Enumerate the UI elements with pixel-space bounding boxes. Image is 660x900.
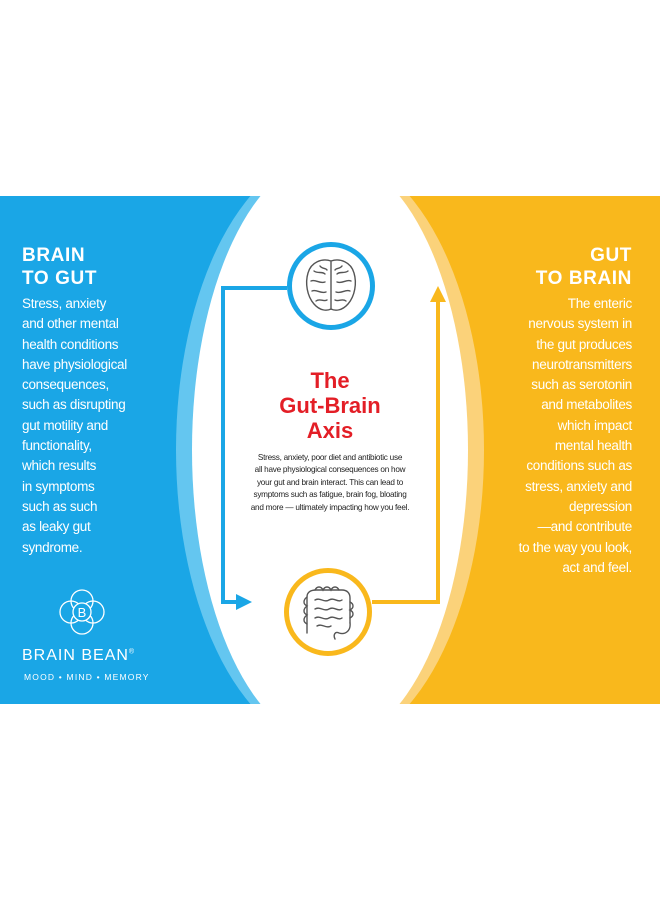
title-line: Axis	[306, 418, 354, 443]
arrow-head-up-icon	[430, 286, 446, 302]
registered-mark: ®	[128, 648, 136, 656]
brain-to-gut-text: Stress, anxiety and other mental health …	[22, 294, 142, 558]
brand-tagline: MOOD • MIND • MEMORY	[24, 672, 150, 682]
brain-bean-logo-icon: B	[59, 589, 105, 635]
text-line: act and feel.	[562, 559, 632, 575]
text-line: conditions such as	[526, 458, 632, 474]
text-line: neurotransmitters	[532, 356, 632, 372]
text-line: such as such	[22, 498, 98, 514]
brain-icon	[305, 259, 357, 311]
brand-name-text: BRAIN BEAN	[22, 647, 129, 664]
gut-brain-axis-description: Stress, anxiety, poor diet and antibioti…	[246, 452, 414, 514]
text-line: to the way you look,	[518, 539, 633, 555]
heading-line: GUT	[590, 245, 632, 266]
heading-line: TO BRAIN	[535, 268, 632, 289]
brand-name: BRAIN BEAN®	[22, 647, 135, 665]
text-line: The enteric	[567, 296, 633, 311]
text-line: consequences,	[22, 377, 109, 393]
gut-brain-axis-title: The Gut-Brain Axis	[230, 368, 430, 443]
heading-line: BRAIN	[22, 245, 86, 266]
intestine-icon	[303, 586, 354, 640]
gut-brain-infographic: BRAIN TO GUT Stress, anxiety and other m…	[0, 196, 660, 704]
text-line: depression	[568, 498, 632, 514]
text-line: mental health	[554, 438, 632, 454]
text-line: stress, anxiety and	[525, 478, 632, 494]
text-line: such as serotonin	[531, 377, 632, 393]
gut-to-brain-text: The enteric nervous system in the gut pr…	[512, 294, 633, 578]
title-line: The	[310, 368, 350, 393]
text-line: in symptoms	[22, 478, 95, 494]
heading-line: TO GUT	[22, 268, 98, 289]
brain-to-gut-heading: BRAIN TO GUT	[22, 244, 152, 290]
brain-circle	[287, 242, 375, 330]
gut-to-brain-heading: GUT TO BRAIN	[502, 244, 632, 290]
gut-circle	[284, 568, 372, 656]
text-line: functionality,	[22, 438, 92, 454]
connector-arrows	[221, 286, 446, 610]
text-line: Stress, anxiety	[22, 296, 107, 311]
text-line: as leaky gut	[22, 519, 91, 535]
description-line: your gut and brain interact. This can le…	[256, 477, 404, 487]
arrow-head-right-icon	[236, 594, 252, 610]
brain-to-gut-connector	[221, 286, 287, 604]
text-line: have physiological	[22, 356, 127, 372]
text-line: which results	[22, 458, 97, 474]
gut-to-brain-connector	[372, 300, 440, 604]
text-line: —and contribute	[537, 519, 632, 535]
description-line: symptoms such as fatigue, brain fog, blo…	[253, 490, 407, 500]
description-line: and more — ultimately impacting how you …	[250, 502, 410, 512]
description-line: Stress, anxiety, poor diet and antibioti…	[257, 453, 403, 462]
text-line: and metabolites	[541, 397, 632, 413]
text-line: gut motility and	[22, 417, 108, 433]
description-line: all have physiological consequences on h…	[254, 465, 406, 475]
title-line: Gut-Brain	[279, 393, 381, 418]
logo-mark-letter: B	[78, 605, 87, 620]
text-line: and other mental	[22, 316, 119, 332]
text-line: such as disrupting	[22, 397, 126, 413]
text-line: health conditions	[22, 336, 119, 352]
text-line: syndrome.	[22, 539, 83, 555]
text-line: which impact	[557, 417, 633, 433]
text-line: nervous system in	[528, 316, 632, 332]
text-line: the gut produces	[536, 336, 632, 352]
